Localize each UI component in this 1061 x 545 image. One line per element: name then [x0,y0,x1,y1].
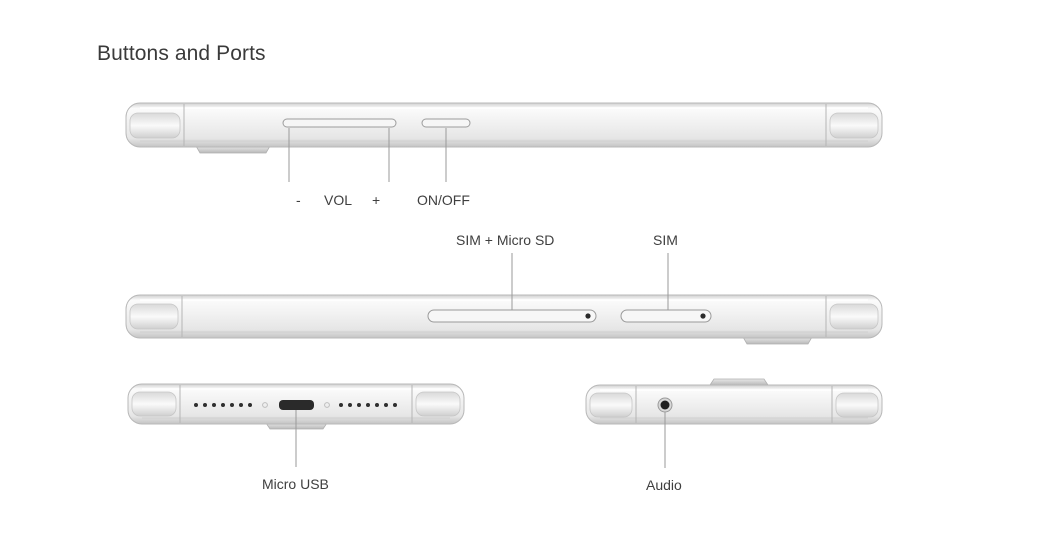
phone-bottom [127,383,465,467]
sim-micro-sd-label: SIM + Micro SD [456,232,555,248]
phone-frame [585,384,883,425]
speaker-grille-left [194,403,252,407]
phone-side-right [125,253,883,345]
speaker-grille-right [339,403,397,407]
micro-usb-label: Micro USB [262,476,329,492]
sim-microsd-tray [427,309,597,323]
sim-tray [620,309,712,323]
sim-microsd-eject-hole [585,313,591,319]
camera-bump [709,378,769,386]
phone-side-left [125,102,883,182]
on-off-label: ON/OFF [417,192,470,208]
phone-frame [125,102,883,148]
power-button [421,118,471,128]
phone-top [585,378,883,468]
sim-label: SIM [653,232,678,248]
vol-label: VOL [324,192,353,208]
audio-jack [660,400,670,410]
vol-plus-label: + [372,192,381,208]
page-title: Buttons and Ports [97,42,266,65]
audio-label: Audio [646,477,682,493]
vol-minus-label: - [296,192,301,208]
micro-usb-port [279,400,314,410]
sim-eject-hole [700,313,706,319]
volume-button [282,118,397,128]
